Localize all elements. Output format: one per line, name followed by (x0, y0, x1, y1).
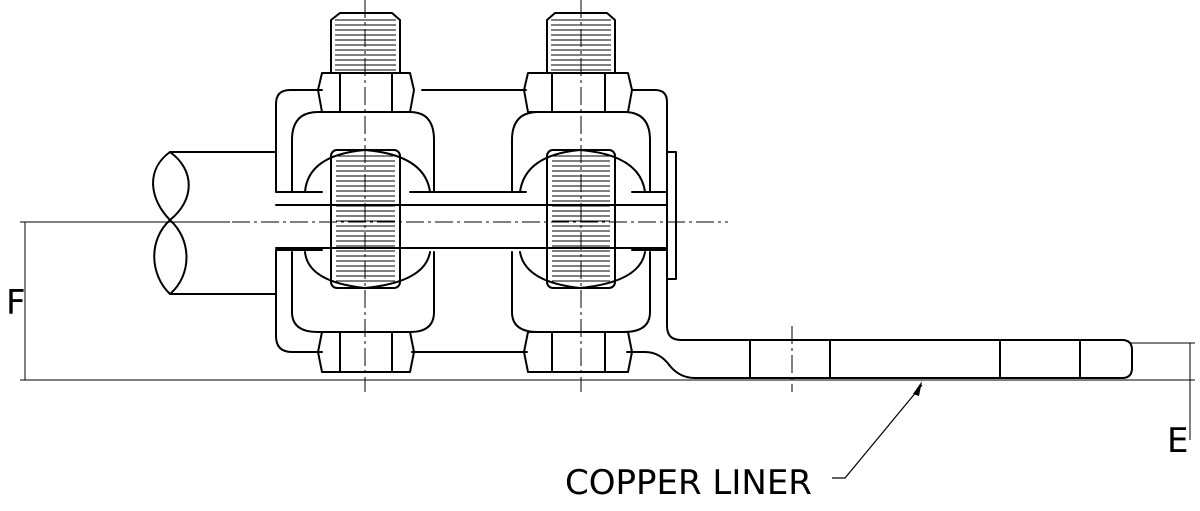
liner-leader (832, 384, 923, 479)
bolt-thread-top-left (330, 12, 401, 74)
round-conductor (152, 151, 277, 295)
side-plate (666, 151, 677, 280)
hex-nut-bottom-left (317, 331, 415, 373)
dimension-lines (20, 221, 1195, 440)
center-lines (232, 0, 793, 392)
hex-nut-top-left (317, 72, 415, 113)
leader-arrowhead (913, 381, 922, 396)
dimension-f-label: F (6, 283, 26, 323)
cable-bore (275, 204, 668, 249)
dimension-e-label: E (1167, 421, 1188, 461)
hex-nut-top-right (523, 72, 633, 113)
copper-liner-palm (626, 339, 1133, 379)
hex-nut-bottom-right (523, 331, 633, 373)
copper-liner-label: COPPER LINER (565, 463, 812, 503)
